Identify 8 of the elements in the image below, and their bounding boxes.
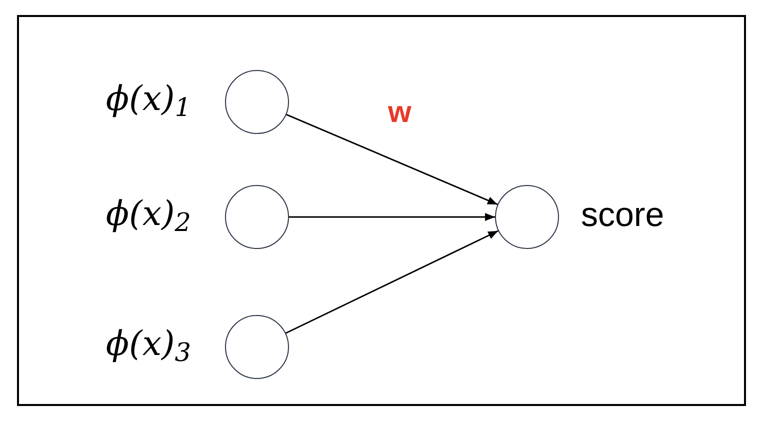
frame-box	[17, 15, 746, 406]
output-label: score	[581, 198, 664, 232]
arrow	[286, 114, 498, 206]
feature-label: ϕ(x)$_{3}$	[106, 327, 191, 361]
feature-label: ϕ(x)$_{2}$	[106, 197, 191, 231]
arrow	[286, 230, 498, 334]
feature-label: ϕ(x)$_{1}$	[106, 82, 191, 116]
arrow	[289, 213, 495, 221]
